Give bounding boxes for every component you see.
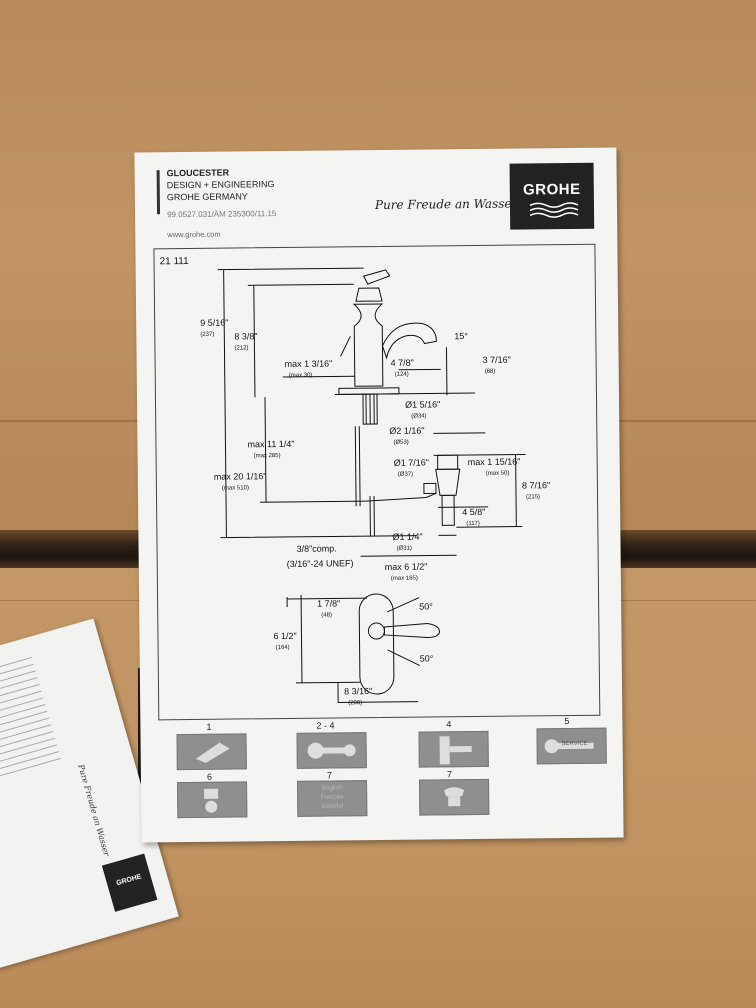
dim-d18: 1 7/8"	[317, 598, 340, 608]
design-line: DESIGN + ENGINEERING	[166, 179, 275, 191]
dim-d4-mm: (124)	[395, 372, 409, 378]
dim-d6-mm: (Ø34)	[411, 413, 426, 419]
instruction-sheet: GLOUCESTER DESIGN + ENGINEERING GROHE GE…	[134, 147, 624, 843]
icon-number: 4	[446, 719, 452, 730]
dim-d20: 8 3/16"	[344, 686, 372, 696]
dim-d12-mm: (215)	[526, 494, 540, 500]
grohe-logo: GROHE	[509, 162, 595, 230]
tagline: Pure Freude an Wasser	[374, 196, 518, 213]
service-label: SERVICE	[561, 740, 588, 748]
icon-number: 1	[206, 721, 212, 732]
languages-icon: English Français Español	[296, 780, 368, 817]
dim-d11-mm: (max 510)	[222, 485, 249, 491]
dim-d3-mm: (max 30)	[289, 373, 313, 379]
dim-d17: max 6 1/2"	[385, 561, 428, 571]
dim-d5-mm: (88)	[485, 369, 496, 375]
dim-d7-mm: (Ø53)	[393, 440, 408, 446]
instruction-icons: 1 2 - 4 4 5 SERVICE 6 7 English Français…	[162, 716, 607, 831]
dim-d15: 3/8"comp.	[297, 543, 337, 553]
dim-d12: 8 7/16"	[522, 480, 550, 490]
dim-d4: 4 7/8"	[391, 358, 414, 368]
leaflet-logo-text: GROHE	[115, 873, 143, 888]
dim-d7: Ø2 1/16"	[389, 426, 424, 436]
logo-waves-icon	[529, 202, 579, 218]
dim-d19-mm: (164)	[276, 645, 290, 651]
dim-angle1: 15°	[454, 331, 468, 341]
dim-d13-mm: (117)	[466, 521, 480, 527]
phone-icon	[418, 778, 490, 816]
dim-d2-mm: (212)	[234, 345, 248, 351]
product-name: GLOUCESTER	[166, 167, 230, 179]
website-url: www.grohe.com	[167, 229, 221, 240]
language-line: Français	[320, 794, 344, 801]
icon-number: 7	[446, 769, 452, 780]
dim-d3: max 1 3/16"	[285, 358, 333, 368]
faucet-handle-icon	[418, 730, 489, 768]
icon-number: 7	[326, 770, 333, 781]
dim-d10-mm: (max 50)	[486, 471, 510, 477]
dim-d1-mm: (237)	[200, 332, 214, 338]
dim-angle2: 50°	[419, 601, 433, 611]
dim-d8: max 11 1/4"	[247, 439, 294, 449]
dim-d9-mm: (Ø37)	[398, 472, 413, 478]
dim-d19: 6 1/2"	[273, 631, 296, 641]
doc-code: 99.0527.031/ÄM 235300/11.15	[167, 209, 277, 220]
dim-d1: 9 5/16"	[200, 318, 228, 328]
company-line: GROHE GERMANY	[166, 191, 248, 203]
dim-d6: Ø1 5/16"	[405, 399, 440, 409]
icon-number: 5	[564, 716, 570, 727]
tools-icon	[176, 733, 247, 771]
dim-d14: Ø1 1/4"	[392, 532, 422, 542]
dim-d20-mm: (208)	[348, 700, 362, 706]
leaflet-logo: GROHE	[101, 853, 158, 912]
icon-number: 6	[206, 771, 213, 782]
language-line: Español	[321, 803, 344, 810]
dim-d5: 3 7/16"	[483, 355, 511, 365]
dim-d14-mm: (Ø31)	[397, 546, 412, 552]
dim-d18-mm: (48)	[321, 612, 332, 618]
dim-d2: 8 3/8"	[234, 331, 257, 341]
header-accent-line	[156, 170, 161, 215]
technical-drawing: 9 5/16" (237) 8 3/8" (212) max 1 3/16" (…	[200, 267, 550, 706]
dim-d17-mm: (max 165)	[391, 576, 418, 582]
dim-d9: Ø1 7/16"	[394, 457, 429, 467]
dim-angle3: 50°	[420, 653, 434, 663]
dim-d8-mm: (max 285)	[254, 453, 281, 459]
language-line: English	[322, 785, 342, 792]
dim-d10: max 1 15/16"	[468, 457, 521, 468]
icon-number: 2 - 4	[316, 720, 335, 731]
service-icon: SERVICE	[536, 727, 607, 765]
dim-d16: (3/16"-24 UNEF)	[287, 558, 354, 569]
cleaning-icon	[176, 781, 248, 819]
wrench-icon	[296, 732, 367, 769]
dim-d11: max 20 1/16"	[214, 471, 267, 482]
dim-d13: 4 5/8"	[462, 507, 485, 517]
